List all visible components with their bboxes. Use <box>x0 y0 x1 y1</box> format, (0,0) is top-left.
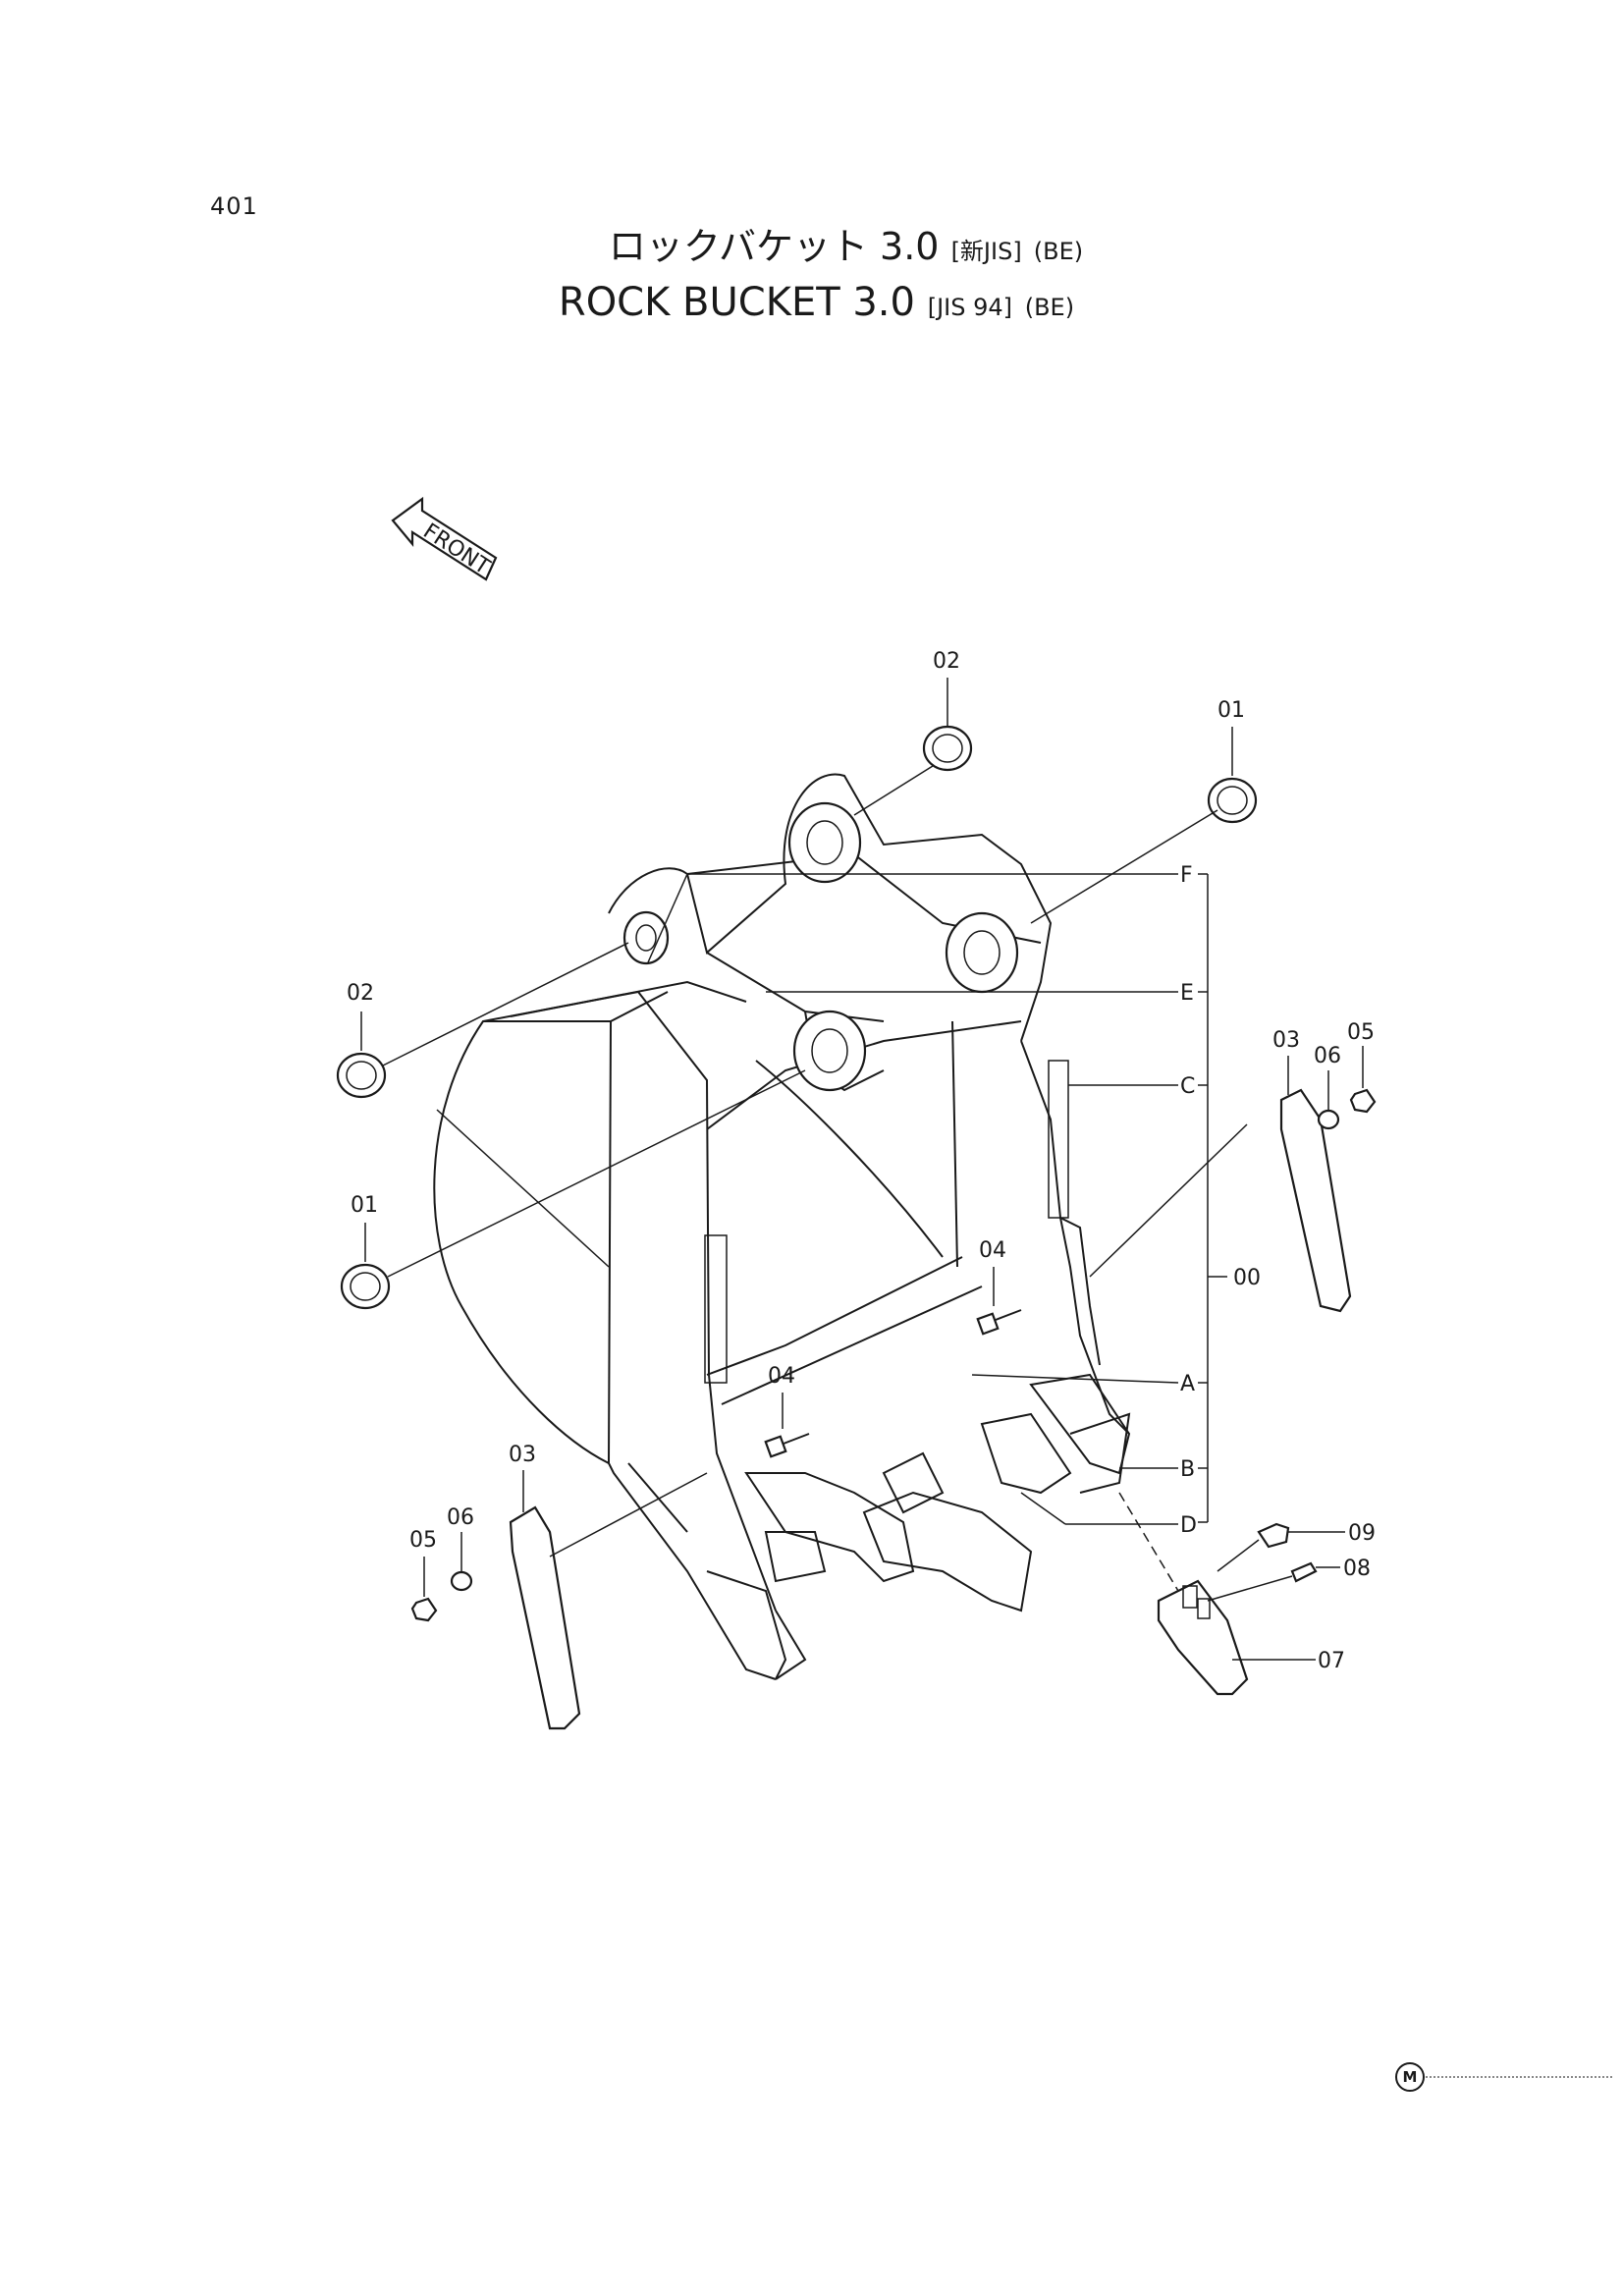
title-jp-standard-tag: [新JIS] <box>950 238 1022 265</box>
callout-B: B <box>1180 1457 1195 1482</box>
bolt-04-right: 04 <box>976 1238 1022 1336</box>
callout-07: 07 <box>1318 1649 1345 1673</box>
callout-05-left: 05 <box>409 1528 437 1553</box>
title-en-model-tag: (BE) <box>1024 294 1075 321</box>
callout-04-right: 04 <box>979 1238 1006 1263</box>
side-cutter-right: 03 06 05 <box>1089 1020 1377 1313</box>
callout-D: D <box>1180 1513 1197 1538</box>
page-number: 401 <box>210 192 258 220</box>
revision-mark-icon: M <box>1395 2062 1425 2092</box>
title-english: ROCK BUCKET 3.0 [JIS 94] (BE) <box>0 277 1623 333</box>
callout-00: 00 <box>1233 1266 1261 1290</box>
callout-02-upper: 02 <box>933 649 960 674</box>
title-jp-model-tag: (BE) <box>1033 238 1084 265</box>
callout-08: 08 <box>1343 1557 1371 1581</box>
callout-03-left: 03 <box>509 1443 536 1467</box>
callout-04-left: 04 <box>768 1364 795 1389</box>
callout-03-right: 03 <box>1272 1028 1300 1053</box>
callout-05-right: 05 <box>1347 1020 1375 1045</box>
reference-bracket: 00 F E C A B D <box>647 863 1261 1538</box>
pin-bosses <box>622 801 1019 1092</box>
callout-A: A <box>1180 1372 1195 1396</box>
title-japanese: ロックバケット 3.0 [新JIS] (BE) <box>0 221 1623 277</box>
bolt-04-left: 04 <box>764 1364 810 1458</box>
title-en-main: ROCK BUCKET 3.0 <box>558 280 915 325</box>
callout-02-left: 02 <box>347 981 374 1006</box>
dotted-leader <box>1426 2076 1612 2078</box>
title-block: ロックバケット 3.0 [新JIS] (BE) ROCK BUCKET 3.0 … <box>0 221 1623 333</box>
callout-01-left: 01 <box>351 1193 378 1218</box>
callout-06-right: 06 <box>1314 1044 1341 1068</box>
bushing-01-upper: 01 <box>1030 698 1258 924</box>
callout-C: C <box>1180 1074 1195 1099</box>
front-arrow-icon: FRONT <box>391 496 498 581</box>
callout-09: 09 <box>1348 1521 1376 1546</box>
bucket-body <box>433 773 1131 1680</box>
title-jp-main: ロックバケット 3.0 <box>608 225 940 268</box>
bushing-02-upper: 02 <box>853 649 973 816</box>
callout-01-upper: 01 <box>1217 698 1245 723</box>
callout-E: E <box>1180 981 1194 1006</box>
bushing-02-left: 02 <box>336 942 629 1099</box>
callout-06-left: 06 <box>447 1505 474 1530</box>
callout-F: F <box>1180 863 1193 888</box>
side-cutter-left: 03 06 05 <box>409 1443 708 1730</box>
title-en-standard-tag: [JIS 94] <box>927 294 1012 321</box>
bushing-01-left: 01 <box>340 1069 806 1310</box>
tooth-point-assembly: 07 08 09 <box>1118 1492 1376 1696</box>
